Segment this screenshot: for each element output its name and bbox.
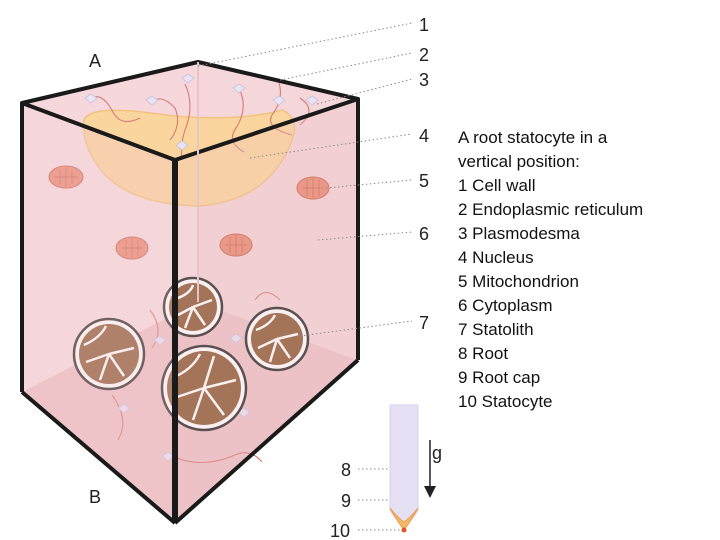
gravity-arrow: g [424,440,442,498]
statolith [244,306,310,372]
root [389,404,419,533]
legend-item-nucleus: 4 Nucleus [458,248,534,267]
cell-wall [20,60,360,525]
root-body [389,404,419,523]
nucleus [82,109,296,207]
legend-item-cell-wall: 1 Cell wall [458,176,536,195]
legend: A root statocyte in a vertical position:… [458,126,708,414]
callout-2: 2 [419,45,429,65]
callout-1: 1 [419,15,429,35]
callout-5: 5 [419,171,429,191]
mitochondrion [115,236,149,260]
mitochondrion [296,176,330,200]
legend-item-root: 8 Root [458,344,509,363]
statolith [72,317,146,391]
statoliths [72,276,310,432]
plasmodesmata [84,73,319,462]
endoplasmic-reticulum [89,79,310,463]
cell-front-left-face [22,103,175,523]
cell-front-right-face [175,99,358,523]
legend-item-mitochondrion: 5 Mitochondrion [458,272,579,291]
callout-4: 4 [419,126,429,146]
legend-item-plasmodesma: 3 Plasmodesma [458,224,580,243]
mitochondria [48,165,330,260]
callout-numbers: 1 2 3 4 5 6 7 8 9 10 [330,15,429,540]
legend-item-root-cap: 9 Root cap [458,368,541,387]
statocyte-marker [401,527,407,533]
corner-label-b: B [89,487,101,507]
callout-8: 8 [341,460,351,480]
callout-3: 3 [419,70,429,90]
root-cap [389,507,419,531]
corner-label-a: A [89,51,101,71]
callout-7: 7 [419,313,429,333]
statolith [162,276,224,338]
gravity-label: g [432,443,442,463]
statolith [160,344,248,432]
legend-item-statocyte: 10 Statocyte [458,392,553,411]
legend-item-statolith: 7 Statolith [458,320,534,339]
mitochondrion [219,233,253,257]
legend-title: A root statocyte in a vertical position: [458,128,608,171]
legend-item-endoplasmic-reticulum: 2 Endoplasmic reticulum [458,200,644,219]
callout-6: 6 [419,224,429,244]
callout-lines [197,22,413,531]
callout-10: 10 [330,521,350,540]
mitochondrion [48,165,84,189]
callout-9: 9 [341,491,351,511]
legend-item-cytoplasm: 6 Cytoplasm [458,296,553,315]
statocyte-cell [20,60,360,525]
